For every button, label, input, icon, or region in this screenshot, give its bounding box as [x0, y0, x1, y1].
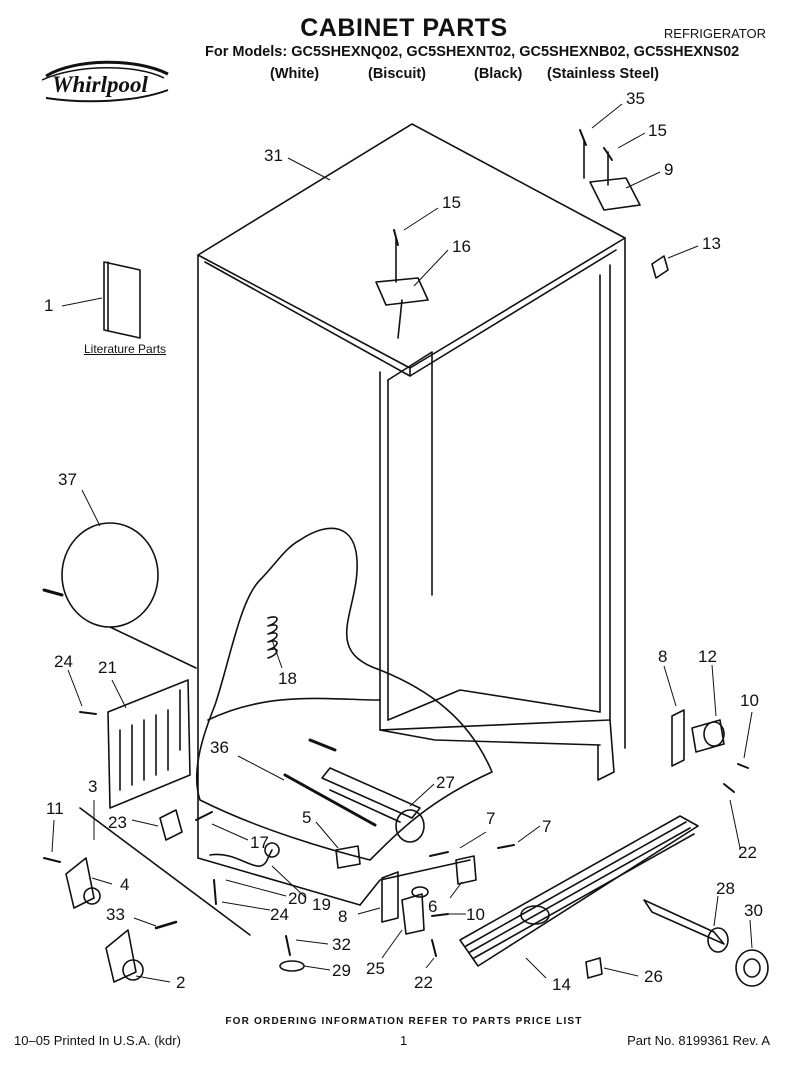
callout-7b: 7	[542, 817, 551, 836]
svg-text:Whirlpool: Whirlpool	[52, 72, 148, 97]
callout-25: 25	[366, 959, 385, 978]
callout-22b: 22	[738, 843, 757, 862]
callout-30: 30	[744, 901, 763, 920]
callout-6: 6	[428, 897, 437, 916]
ordering-note: FOR ORDERING INFORMATION REFER TO PARTS …	[225, 1016, 583, 1027]
callout-28: 28	[716, 879, 735, 898]
callout-5: 5	[302, 808, 311, 827]
literature-parts-label: Literature Parts	[84, 342, 167, 356]
callout-22a: 22	[414, 973, 433, 992]
print-info: 10–05 Printed In U.S.A. (kdr)	[14, 1033, 181, 1048]
finish-white: (White)	[270, 66, 320, 82]
callout-11: 11	[46, 799, 64, 818]
callout-1: 1	[44, 296, 53, 315]
cabinet-shell	[197, 123, 626, 906]
callout-24b: 24	[270, 905, 289, 924]
callout-10b: 10	[466, 905, 485, 924]
whirlpool-logo: Whirlpool	[41, 60, 169, 103]
callout-3: 3	[88, 777, 97, 796]
callout-10: 10	[740, 691, 759, 710]
callout-33: 33	[106, 905, 125, 924]
literature-book	[103, 261, 141, 339]
callout-16: 16	[452, 237, 471, 256]
callout-20: 20	[288, 889, 307, 908]
callout-7a: 7	[486, 809, 495, 828]
callout-2: 2	[176, 973, 185, 992]
callout-27: 27	[436, 773, 455, 792]
callout-29: 29	[332, 961, 351, 980]
callout-36: 36	[210, 738, 229, 757]
callout-24: 24	[54, 652, 73, 671]
callout-18: 18	[278, 669, 297, 688]
models-line: For Models: GC5SHEXNQ02, GC5SHEXNT02, GC…	[205, 44, 740, 60]
category-label: REFRIGERATOR	[663, 26, 766, 41]
callout-23: 23	[108, 813, 127, 832]
callout-21: 21	[98, 658, 117, 677]
callout-4: 4	[120, 875, 129, 894]
page-number: 1	[400, 1033, 408, 1048]
grille-14	[459, 815, 699, 967]
callout-17: 17	[250, 833, 269, 852]
power-cord	[61, 522, 159, 628]
callout-19: 19	[312, 895, 331, 914]
callout-9: 9	[664, 160, 673, 179]
callout-12: 12	[698, 647, 717, 666]
callout-8: 8	[658, 647, 667, 666]
callout-26: 26	[644, 967, 663, 986]
part-number: Part No. 8199361 Rev. A	[627, 1033, 770, 1048]
callout-31: 31	[264, 146, 283, 165]
finish-black: (Black)	[474, 66, 523, 82]
callout-15b: 15	[442, 193, 461, 212]
page-title: CABINET PARTS	[300, 14, 508, 42]
part-27	[321, 767, 425, 843]
cutaway	[195, 527, 493, 861]
finish-stainless: (Stainless Steel)	[547, 66, 660, 82]
callout-13: 13	[702, 234, 721, 253]
callout-8b: 8	[338, 907, 347, 926]
callout-35: 35	[626, 89, 645, 108]
part-21	[107, 679, 191, 809]
callout-32: 32	[332, 935, 351, 954]
callout-15: 15	[648, 121, 667, 140]
part-28	[643, 899, 729, 953]
finish-biscuit: (Biscuit)	[368, 66, 426, 82]
callout-14: 14	[552, 975, 571, 994]
callout-37: 37	[58, 470, 77, 489]
spring-18	[267, 616, 278, 659]
